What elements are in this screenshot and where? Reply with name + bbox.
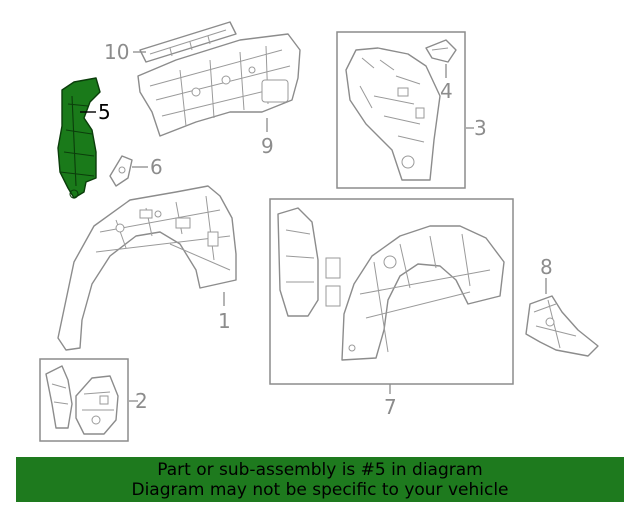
callout-8: 8 bbox=[540, 255, 553, 279]
callout-5: 5 bbox=[98, 100, 111, 124]
callout-1: 1 bbox=[218, 309, 231, 333]
part-4-bracket[interactable] bbox=[425, 39, 457, 63]
part-3-frame bbox=[336, 31, 466, 189]
part-1-wheelhouse[interactable] bbox=[57, 185, 237, 351]
part-5-highlighted-bracket[interactable] bbox=[57, 77, 101, 199]
part-7-wheelhouse-liner[interactable] bbox=[277, 207, 505, 361]
banner-line-2: Diagram may not be specific to your vehi… bbox=[131, 480, 509, 500]
info-banner: Part or sub-assembly is #5 in diagram Di… bbox=[16, 457, 624, 502]
part-3-pillar[interactable] bbox=[345, 47, 441, 181]
banner-line-1: Part or sub-assembly is #5 in diagram bbox=[157, 460, 483, 480]
parts-diagram: 10 9 3 4 5 6 1 2 7 8 bbox=[39, 21, 599, 442]
callout-9: 9 bbox=[261, 134, 274, 158]
callout-7: 7 bbox=[384, 395, 397, 419]
callout-4: 4 bbox=[440, 79, 453, 103]
callout-3: 3 bbox=[474, 116, 487, 140]
part-2-frame bbox=[39, 358, 129, 442]
callout-6: 6 bbox=[150, 155, 163, 179]
callout-2: 2 bbox=[135, 389, 148, 413]
part-10-strip[interactable] bbox=[139, 21, 237, 63]
callout-10: 10 bbox=[104, 40, 129, 64]
part-8-bracket[interactable] bbox=[525, 295, 599, 357]
part-9-inner-panel[interactable] bbox=[137, 33, 301, 137]
part-2-brackets[interactable] bbox=[45, 365, 119, 435]
part-7-frame bbox=[269, 198, 514, 385]
leader-lines bbox=[80, 51, 547, 402]
part-6-clip[interactable] bbox=[109, 155, 133, 187]
